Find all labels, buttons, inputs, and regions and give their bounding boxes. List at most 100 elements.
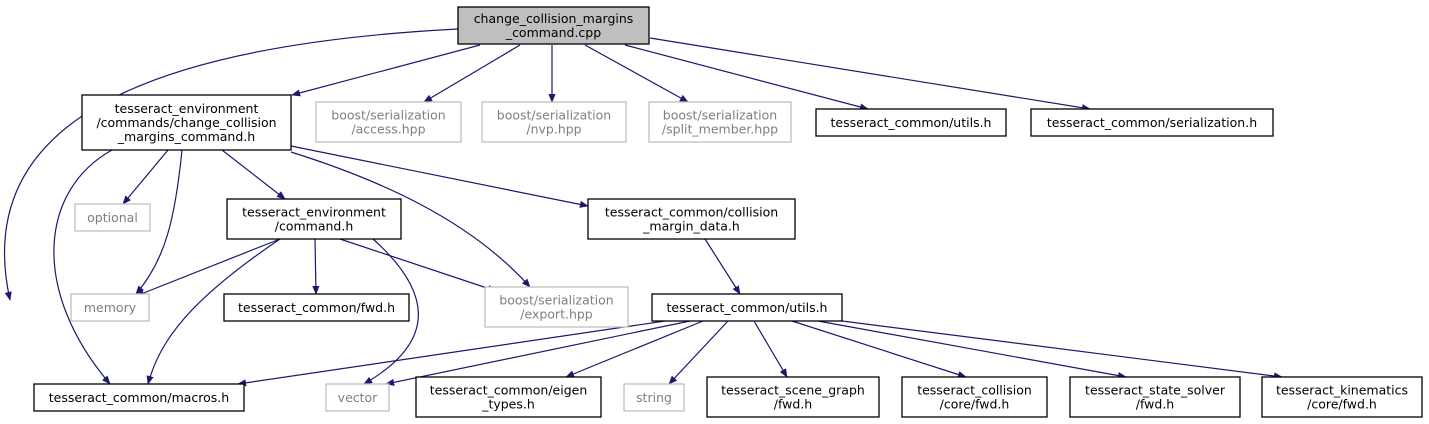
node-box[interactable] [33,383,245,412]
node-label-line: tesseract_kinematics [1276,383,1408,398]
node-box[interactable] [901,376,1048,418]
nodes-layer: change_collision_margins_command.cpptess… [33,6,1423,418]
node-tc_utils_top[interactable]: tesseract_common/utils.h [815,108,1007,137]
node-label-line: /commands/change_collision [96,115,276,130]
edge-env_command-to-boost_export [339,238,497,292]
node-box[interactable] [623,383,685,412]
node-label-line: string [636,390,672,405]
edge-root-to-tc_utils_top [624,44,869,111]
edge-env_command-to-vector [363,238,419,385]
node-boost_export[interactable]: boost/serialization/export.hpp [484,286,629,328]
node-box[interactable] [81,94,292,151]
node-boost_nvp[interactable]: boost/serialization/nvp.hpp [481,101,627,143]
node-label-line: tesseract_common/macros.h [49,390,229,405]
edge-root-to-tc_serialization [649,37,1091,112]
edge-tc_utils-to-tk_fwd [841,320,1283,380]
node-tc_serialization[interactable]: tesseract_common/serialization.h [1030,108,1274,137]
edge-root-to-boost_split [584,44,689,103]
edge-root-to-env_cmd_ccm [291,44,481,97]
edge-env_command-to-tc_macros [146,238,281,385]
node-label-line: change_collision_margins [474,11,634,26]
node-label-line: boost/serialization [663,108,777,123]
node-box[interactable] [1069,376,1241,418]
node-label-line: optional [87,210,138,225]
node-box[interactable] [74,203,151,232]
node-tsg_fwd[interactable]: tesseract_scene_graph/fwd.h [706,376,880,418]
node-box[interactable] [223,293,410,322]
node-label-line: _types.h [481,397,535,412]
edge-env_cmd_ccm-to-tc_macros [53,149,113,385]
node-tk_fwd[interactable]: tesseract_kinematics/core/fwd.h [1261,376,1423,418]
edge-env_cmd_ccm-to-env_command [221,149,286,200]
node-label-line: tesseract_collision [917,383,1032,398]
node-label-line: memory [84,300,137,315]
node-tcol_fwd[interactable]: tesseract_collision/core/fwd.h [901,376,1048,418]
node-label-line: _command.cpp [505,25,601,40]
node-label-line: tesseract_environment [115,101,259,116]
node-env_cmd_ccm[interactable]: tesseract_environment/commands/change_co… [81,94,292,151]
node-label-line: tesseract_common/utils.h [667,300,828,315]
node-box[interactable] [457,6,650,45]
node-label-line: boost/serialization [499,293,613,308]
edge-env_cmd_ccm-to-optional [122,149,169,205]
edge-tc_cmd-to-tc_utils [704,238,741,295]
node-tc_fwd[interactable]: tesseract_common/fwd.h [223,293,410,322]
node-label-line: /export.hpp [520,307,593,322]
node-boost_split[interactable]: boost/serialization/split_member.hpp [648,101,792,143]
node-box[interactable] [484,286,629,328]
node-label-line: tesseract_common/utils.h [831,115,992,130]
node-label-line: tesseract_state_solver [1085,383,1226,398]
node-tc_utils[interactable]: tesseract_common/utils.h [651,293,843,322]
node-label-line: tesseract_common/fwd.h [238,300,395,315]
node-optional[interactable]: optional [74,203,151,232]
node-boost_access[interactable]: boost/serialization/access.hpp [315,101,462,143]
node-label-line: _margins_command.h [117,129,255,144]
node-box[interactable] [315,101,462,143]
node-box[interactable] [648,101,792,143]
edge-root-to-boost_access [423,44,521,103]
edges-layer [4,28,1283,387]
node-box[interactable] [481,101,627,143]
node-box[interactable] [815,108,1007,137]
edge-tc_utils-to-tc_eigen [565,320,704,378]
node-label-line: /command.h [275,219,354,234]
node-box[interactable] [70,293,150,322]
node-label-line: tesseract_environment [242,205,386,220]
node-label-line: /fwd.h [774,397,812,412]
node-label-line: tesseract_scene_graph [721,383,865,398]
node-tc_macros[interactable]: tesseract_common/macros.h [33,383,245,412]
node-box[interactable] [226,198,402,240]
node-memory[interactable]: memory [70,293,150,322]
edge-tc_utils-to-vector [385,320,691,386]
edge-env_command-to-tc_fwd [312,238,320,295]
node-label-line: /core/fwd.h [1307,397,1377,412]
node-string[interactable]: string [623,383,685,412]
node-box[interactable] [415,376,602,418]
edge-tc_utils-to-string [668,320,729,385]
node-box[interactable] [706,376,880,418]
edge-env_command-to-memory [135,238,281,297]
edge-env_cmd_ccm-to-tc_cmd [290,145,589,208]
edge-tc_utils-to-tc_macros [237,320,666,387]
edge-tc_utils-to-tss_fwd [817,320,1127,380]
edge-env_cmd_ccm-to-memory [135,149,183,295]
node-vector[interactable]: vector [325,383,390,412]
node-label-line: /fwd.h [1136,397,1174,412]
node-box[interactable] [651,293,843,322]
node-tss_fwd[interactable]: tesseract_state_solver/fwd.h [1069,376,1241,418]
node-box[interactable] [1261,376,1423,418]
node-label-line: /access.hpp [351,122,425,137]
node-label-line: tesseract_common/serialization.h [1047,115,1257,130]
edge-root-to-tc_macros [4,28,459,301]
node-root[interactable]: change_collision_margins_command.cpp [457,6,650,45]
node-box[interactable] [587,198,796,240]
node-box[interactable] [325,383,390,412]
node-box[interactable] [1030,108,1274,137]
node-tc_eigen[interactable]: tesseract_common/eigen_types.h [415,376,602,418]
node-label-line: tesseract_common/eigen [430,383,588,398]
node-env_command[interactable]: tesseract_environment/command.h [226,198,402,240]
node-tc_cmd[interactable]: tesseract_common/collision_margin_data.h [587,198,796,240]
node-label-line: /split_member.hpp [662,122,778,137]
